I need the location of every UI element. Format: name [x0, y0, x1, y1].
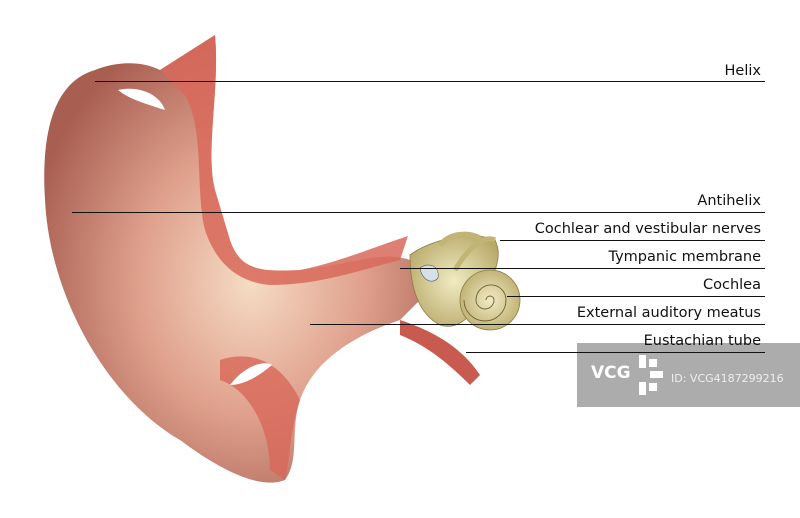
nerves-leader-line: [500, 240, 765, 241]
label-cochlear-vestibular-nerves: Cochlear and vestibular nerves: [534, 221, 761, 237]
label-antihelix: Antihelix: [697, 193, 761, 209]
antihelix-leader-line: [72, 212, 765, 213]
watermark-id: ID: VCG4187299216: [671, 372, 784, 385]
helix-leader-line: [95, 81, 765, 82]
inner-ear: [409, 231, 521, 331]
helix-gap: [118, 88, 165, 110]
lobe-gap: [230, 363, 272, 385]
label-external-auditory-meatus: External auditory meatus: [576, 305, 761, 321]
cochlea-leader-line: [507, 296, 765, 297]
watermark: VCG ID: VCG4187299216: [577, 343, 800, 407]
cut-section: [160, 35, 408, 285]
canal-cut: [400, 320, 480, 385]
watermark-logo: VCG: [591, 363, 631, 383]
label-cochlea: Cochlea: [703, 277, 761, 293]
lower-cut: [220, 356, 300, 480]
label-helix: Helix: [724, 63, 761, 79]
label-tympanic-membrane: Tympanic membrane: [608, 249, 761, 265]
label-eustachian-tube: Eustachian tube: [643, 333, 761, 349]
tympanic-leader-line: [400, 268, 765, 269]
cochlea-shape: [459, 269, 521, 331]
eustachian-leader-line: [466, 352, 765, 353]
meatus-leader-line: [310, 324, 765, 325]
watermark-flower-icon: [639, 355, 663, 395]
